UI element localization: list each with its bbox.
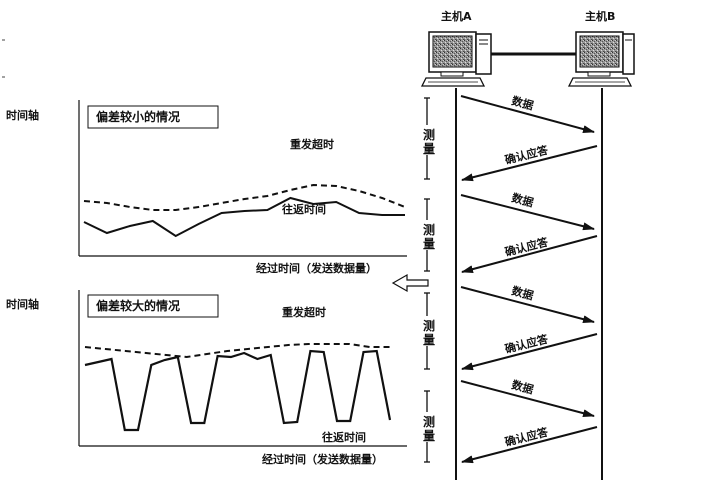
panel-title-box xyxy=(87,294,219,318)
timeout-annotation: 重发超时 xyxy=(290,137,334,151)
rtt-series-line xyxy=(84,349,392,432)
data-label: 数据 xyxy=(510,283,535,302)
data-arrow xyxy=(460,95,595,133)
measure-bracket: 测 量 xyxy=(421,198,437,272)
chart-panel-large-variance: 时间轴 偏差较大的情况 经过时间（发送数据量） 重发超时 往返时间 xyxy=(6,290,407,466)
data-label: 数据 xyxy=(510,93,535,112)
measure-label-4b: 量 xyxy=(423,429,435,443)
measure-bracket: 测 量 xyxy=(421,390,437,463)
rtt-series-line xyxy=(83,196,405,238)
chart-panel-small-variance: 时间轴 偏差较小的情况 经过时间（发送数据量） 重发超时 往返时间 xyxy=(6,100,407,275)
panel-title: 偏差较大的情况 xyxy=(96,298,180,313)
data-arrow xyxy=(460,194,595,231)
data-arrow xyxy=(460,380,595,418)
measure-label-4a: 测 xyxy=(423,414,435,429)
measure-label-3a: 测 xyxy=(423,318,435,333)
panel-title: 偏差较小的情况 xyxy=(96,109,180,124)
measure-label-2a: 测 xyxy=(423,222,435,237)
ack-arrow xyxy=(461,333,598,371)
x-axis-label: 经过时间（发送数据量） xyxy=(256,261,377,275)
rtt-annotation: 往返时间 xyxy=(282,202,326,216)
message-arrows xyxy=(460,95,598,464)
measure-label-1b: 量 xyxy=(423,142,435,156)
ack-arrow xyxy=(461,235,598,274)
panel-title-box xyxy=(87,105,219,129)
measure-bracket: 测 量 xyxy=(421,292,437,370)
ack-arrow xyxy=(461,145,598,182)
host-b-label: 主机B xyxy=(585,9,615,23)
host-a-computer-icon xyxy=(420,31,492,87)
host-a-label: 主机A xyxy=(441,9,472,23)
measure-bracket: 测 量 xyxy=(421,97,437,180)
data-label: 数据 xyxy=(510,377,535,396)
y-axis-label: 时间轴 xyxy=(6,297,39,311)
measure-label-3b: 量 xyxy=(423,333,435,347)
measure-label-2b: 量 xyxy=(423,237,435,251)
timeout-series-line xyxy=(83,183,406,211)
measure-label-1a: 测 xyxy=(423,127,435,142)
timeout-series-line xyxy=(84,343,390,359)
y-axis-label: 时间轴 xyxy=(6,108,39,122)
host-b-computer-icon xyxy=(567,31,635,87)
timeout-annotation: 重发超时 xyxy=(282,305,326,319)
data-arrow xyxy=(460,286,595,324)
x-axis-label: 经过时间（发送数据量） xyxy=(262,452,383,466)
data-label: 数据 xyxy=(510,190,535,209)
hollow-arrow-icon xyxy=(391,273,429,293)
ack-arrow xyxy=(461,426,598,464)
rtt-annotation: 往返时间 xyxy=(322,430,366,444)
